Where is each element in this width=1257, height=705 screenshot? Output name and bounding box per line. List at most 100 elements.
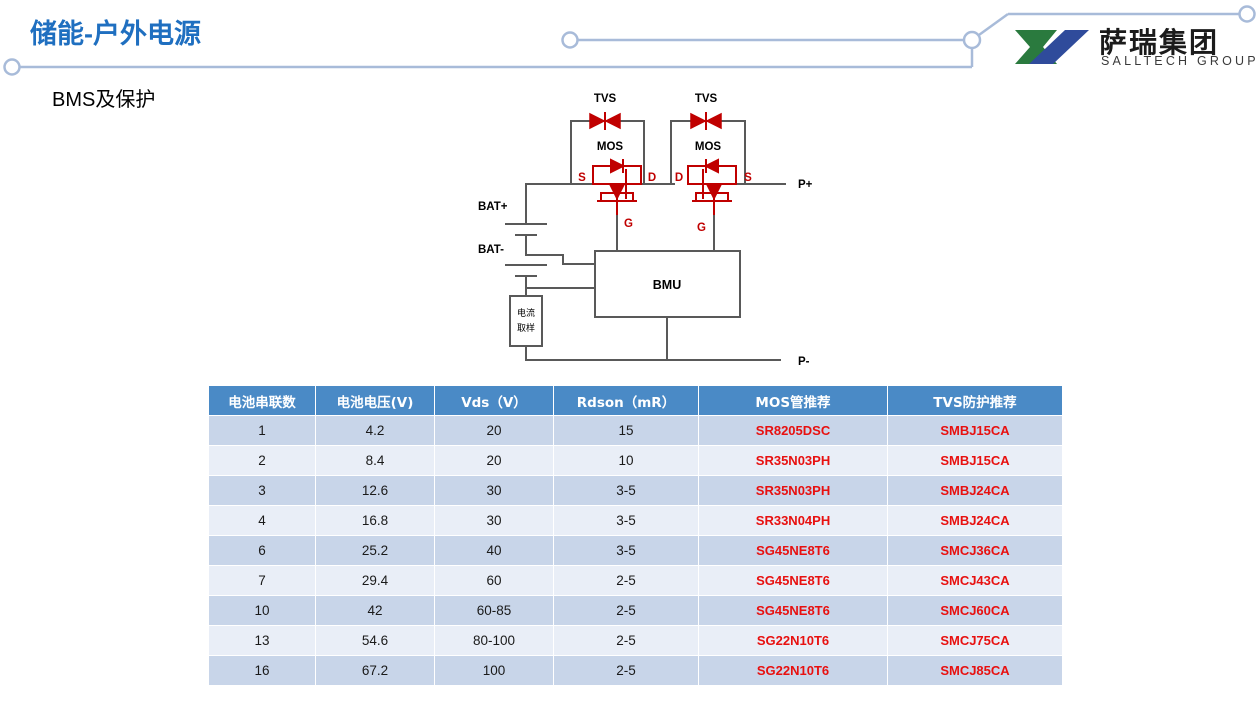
- cell-mos-part: SG22N10T6: [698, 655, 888, 686]
- cell-rdson: 2-5: [553, 625, 699, 656]
- cell-mos-part: SR35N03PH: [698, 475, 888, 506]
- cell-battery-voltage: 16.8: [315, 505, 435, 536]
- cell-rdson: 2-5: [553, 595, 699, 626]
- cell-battery-voltage: 12.6: [315, 475, 435, 506]
- cell-rdson: 2-5: [553, 565, 699, 596]
- label-right-mos-drain: D: [675, 172, 683, 184]
- cell-tvs-part: SMCJ43CA: [887, 565, 1063, 596]
- cell-series-count: 3: [208, 475, 316, 506]
- table-row: 7 29.4 60 2-5 SG45NE8T6 SMCJ43CA: [208, 565, 1063, 596]
- label-right-mos-source: S: [744, 172, 752, 184]
- deco-node-far-right: [1238, 5, 1256, 23]
- right-tvs-symbol: [690, 112, 722, 130]
- cell-tvs-part: SMCJ60CA: [887, 595, 1063, 626]
- cell-mos-part: SG22N10T6: [698, 625, 888, 656]
- table-row: 1 4.2 20 15 SR8205DSC SMBJ15CA: [208, 415, 1063, 446]
- deco-node-mid: [561, 31, 579, 49]
- cell-series-count: 10: [208, 595, 316, 626]
- cell-battery-voltage: 29.4: [315, 565, 435, 596]
- cell-tvs-part: SMCJ75CA: [887, 625, 1063, 656]
- salltech-logo-icon: [1015, 30, 1089, 64]
- cell-vds: 20: [434, 415, 554, 446]
- cell-battery-voltage: 8.4: [315, 445, 435, 476]
- column-header-cell-vds: Vds（V）: [434, 385, 554, 416]
- cell-vds: 30: [434, 505, 554, 536]
- circuit-wires: [505, 120, 786, 361]
- logo-english-name: SALLTECH GROUP: [1101, 54, 1257, 68]
- label-left-mos-source: S: [578, 172, 586, 184]
- diagram-labels: TVS TVS MOS MOS BAT+ BAT- P+ P- BMU: [478, 93, 813, 368]
- cell-vds: 60-85: [434, 595, 554, 626]
- cell-rdson: 3-5: [553, 475, 699, 506]
- cell-vds: 60: [434, 565, 554, 596]
- bms-protection-circuit-diagram: TVS TVS MOS MOS BAT+ BAT- P+ P- BMU S D …: [478, 93, 813, 368]
- cell-tvs-part: SMCJ36CA: [887, 535, 1063, 566]
- label-mos-right: MOS: [695, 141, 722, 153]
- label-p-positive: P+: [798, 179, 813, 191]
- left-mosfet-symbol: [592, 158, 642, 215]
- cell-rdson: 15: [553, 415, 699, 446]
- table-row: 2 8.4 20 10 SR35N03PH SMBJ15CA: [208, 445, 1063, 476]
- cell-mos-part: SG45NE8T6: [698, 565, 888, 596]
- cell-mos-part: SR8205DSC: [698, 415, 888, 446]
- label-left-mos-gate: G: [624, 218, 633, 230]
- cell-tvs-part: SMBJ15CA: [887, 415, 1063, 446]
- table-row: 13 54.6 80-100 2-5 SG22N10T6 SMCJ75CA: [208, 625, 1063, 656]
- column-header-cell-series-count: 电池串联数: [208, 385, 316, 416]
- left-tvs-symbol: [589, 112, 621, 130]
- deco-node-right: [962, 30, 982, 50]
- shunt-label-line2: 取样: [517, 322, 535, 334]
- table-row: 10 42 60-85 2-5 SG45NE8T6 SMCJ60CA: [208, 595, 1063, 626]
- cell-tvs-part: SMCJ85CA: [887, 655, 1063, 686]
- cell-series-count: 7: [208, 565, 316, 596]
- label-p-negative: P-: [798, 356, 810, 368]
- label-bmu: BMU: [653, 278, 681, 292]
- cell-vds: 100: [434, 655, 554, 686]
- table-row: 4 16.8 30 3-5 SR33N04PH SMBJ24CA: [208, 505, 1063, 536]
- cell-series-count: 13: [208, 625, 316, 656]
- label-tvs-right: TVS: [695, 93, 718, 105]
- cell-rdson: 3-5: [553, 535, 699, 566]
- cell-rdson: 2-5: [553, 655, 699, 686]
- cell-series-count: 2: [208, 445, 316, 476]
- label-left-mos-drain: D: [648, 172, 656, 184]
- table-header-row: 电池串联数 电池电压(V) Vds（V） Rdson（mR） MOS管推荐 TV…: [208, 385, 1063, 416]
- label-mos-left: MOS: [597, 141, 624, 153]
- cell-rdson: 10: [553, 445, 699, 476]
- cell-vds: 80-100: [434, 625, 554, 656]
- cell-tvs-part: SMBJ24CA: [887, 505, 1063, 536]
- cell-vds: 20: [434, 445, 554, 476]
- page-title: 储能-户外电源: [30, 19, 201, 49]
- cell-battery-voltage: 25.2: [315, 535, 435, 566]
- cell-vds: 30: [434, 475, 554, 506]
- column-header-cell-rdson: Rdson（mR）: [553, 385, 699, 416]
- cell-mos-part: SG45NE8T6: [698, 535, 888, 566]
- slide-header: 储能-户外电源 萨瑞集团 SALLTECH GROUP: [0, 0, 1257, 90]
- mos-tvs-recommendation-table: 电池串联数 电池电压(V) Vds（V） Rdson（mR） MOS管推荐 TV…: [208, 385, 1063, 686]
- cell-mos-part: SR33N04PH: [698, 505, 888, 536]
- cell-series-count: 6: [208, 535, 316, 566]
- table-row: 6 25.2 40 3-5 SG45NE8T6 SMCJ36CA: [208, 535, 1063, 566]
- section-subtitle: BMS及保护: [52, 89, 156, 111]
- label-bat-positive: BAT+: [478, 201, 508, 213]
- shunt-label-line1: 电流: [517, 307, 535, 319]
- shunt-label: 电流 取样: [517, 307, 535, 334]
- table-row: 3 12.6 30 3-5 SR35N03PH SMBJ24CA: [208, 475, 1063, 506]
- cell-tvs-part: SMBJ24CA: [887, 475, 1063, 506]
- cell-series-count: 16: [208, 655, 316, 686]
- cell-mos-part: SR35N03PH: [698, 445, 888, 476]
- cell-battery-voltage: 54.6: [315, 625, 435, 656]
- column-header-cell-tvs-recommendation: TVS防护推荐: [887, 385, 1063, 416]
- right-mosfet-symbol: [687, 158, 737, 215]
- cell-rdson: 3-5: [553, 505, 699, 536]
- column-header-cell-mos-recommendation: MOS管推荐: [698, 385, 888, 416]
- company-logo: 萨瑞集团 SALLTECH GROUP: [1013, 22, 1256, 74]
- cell-mos-part: SG45NE8T6: [698, 595, 888, 626]
- logo-chinese-name: 萨瑞集团: [1099, 26, 1220, 59]
- cell-series-count: 1: [208, 415, 316, 446]
- label-bat-negative: BAT-: [478, 244, 504, 256]
- cell-battery-voltage: 67.2: [315, 655, 435, 686]
- cell-battery-voltage: 42: [315, 595, 435, 626]
- cell-battery-voltage: 4.2: [315, 415, 435, 446]
- deco-node-left: [3, 58, 21, 76]
